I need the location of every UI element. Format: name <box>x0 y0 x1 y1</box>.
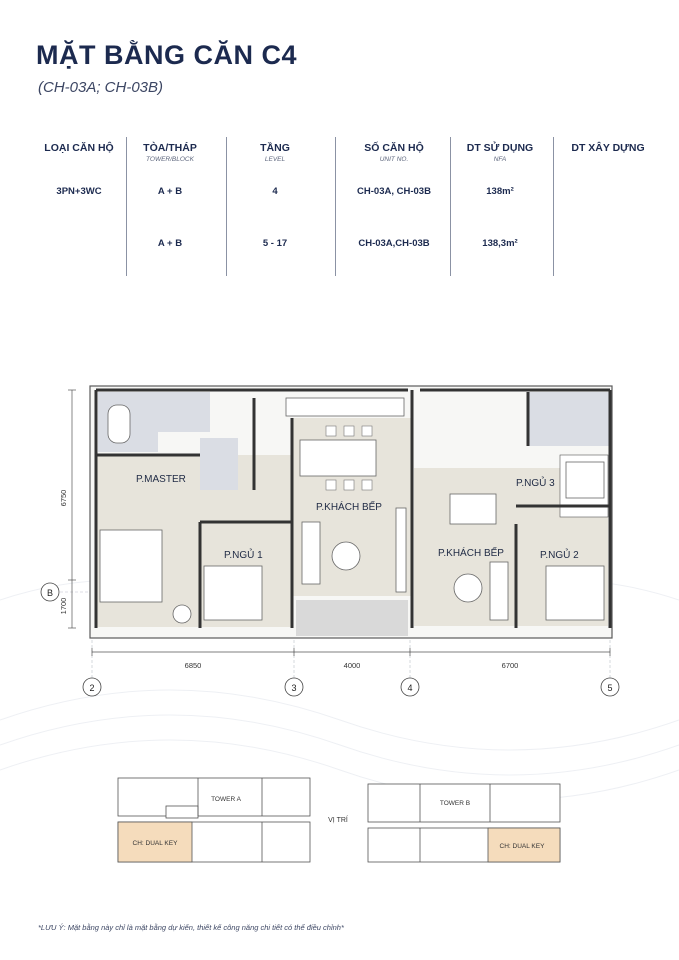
sofa-left <box>301 521 321 585</box>
table-divider <box>553 137 554 276</box>
page-subtitle: (CH-03A; CH-03B) <box>38 79 164 96</box>
column-header-tower: TÒA/THÁP <box>143 142 197 154</box>
grid-label-4: 4 <box>407 683 412 693</box>
column-sub-level: LEVEL <box>264 156 286 163</box>
grid-label-2: 2 <box>89 683 94 693</box>
coffee-table-left <box>331 541 361 571</box>
room-label-ngu2: P.NGỦ 2 <box>540 548 579 561</box>
master-bed <box>99 529 163 603</box>
coffee-table-right <box>453 573 483 603</box>
column-header-type: LOẠI CĂN HỘ <box>44 142 114 154</box>
grid-bubbles <box>40 582 620 697</box>
bathroom-right <box>528 392 610 446</box>
tower-b-label: TOWER B <box>440 800 470 807</box>
table-cell: CH-03A,CH-03B <box>358 238 430 249</box>
column-header-unit: SỐ CĂN HỘ <box>364 142 424 154</box>
table-cell: 3PN+3WC <box>56 186 102 197</box>
bathtub <box>107 404 131 444</box>
dimension-bottom-3: 6700 <box>502 661 519 670</box>
dimension-left-top: 6750 <box>59 490 68 507</box>
table-divider <box>450 137 451 276</box>
dual-key-right-label: CH: DUAL KEY <box>500 843 546 850</box>
location-plan-tower-a <box>117 777 311 863</box>
table-divider <box>335 137 336 276</box>
walls <box>94 388 612 628</box>
room-label-master: P.MASTER <box>136 474 186 485</box>
table-divider <box>126 137 127 276</box>
armchair <box>172 604 192 624</box>
table-cell: A + B <box>157 238 183 249</box>
location-label: VỊ TRÍ <box>328 815 348 824</box>
bed-ngu3 <box>565 461 605 499</box>
grid-label-5: 5 <box>607 683 612 693</box>
room-label-living-left: P.KHÁCH BẾP <box>316 500 382 513</box>
bathroom-shower <box>158 392 210 432</box>
dimension-left-bottom: 1700 <box>59 598 68 615</box>
footer-note: *LƯU Ý: Mặt bằng này chỉ là mặt bằng dự … <box>38 923 344 932</box>
room-label-living-right: P.KHÁCH BẾP <box>438 546 504 559</box>
column-header-nfa: DT SỬ DỤNG <box>466 142 534 154</box>
sofa-right <box>489 561 509 621</box>
table-cell: 138m² <box>486 186 514 197</box>
grid-label-3: 3 <box>291 683 296 693</box>
balcony <box>296 600 408 636</box>
page-title: MẶT BẰNG CĂN C4 <box>36 40 297 70</box>
bed-ngu2 <box>545 565 605 621</box>
dimension-lines <box>68 389 611 656</box>
location-plan-tower-b <box>367 783 561 863</box>
kitchen-counter <box>285 397 405 417</box>
column-sub-unit: UNIT NO. <box>379 156 409 163</box>
column-sub-nfa: NFA <box>493 156 507 163</box>
dimension-bottom-1: 6850 <box>185 661 202 670</box>
dining-table-right <box>449 493 497 525</box>
table-divider <box>226 137 227 276</box>
table-cell: A + B <box>157 186 183 197</box>
table-cell: CH-03A, CH-03B <box>357 186 431 197</box>
dining-chairs <box>325 425 373 491</box>
column-header-gfa: DT XÂY DỰNG <box>571 142 645 154</box>
table-cell: 138,3m² <box>482 238 518 249</box>
column-sub-tower: TOWER/BLOCK <box>146 156 194 163</box>
dining-table <box>299 439 377 477</box>
dual-key-left-label: CH: DUAL KEY <box>133 840 179 847</box>
room-label-ngu3: P.NGỦ 3 <box>516 476 555 489</box>
tower-a-label: TOWER A <box>211 796 242 803</box>
bathroom-wc <box>200 438 238 490</box>
grid-lines <box>60 591 611 680</box>
dimension-bottom-2: 4000 <box>344 661 361 670</box>
grid-label-b: B <box>47 588 53 598</box>
bed-ngu1 <box>203 565 263 621</box>
tv-cabinet <box>395 507 407 593</box>
room-label-ngu1: P.NGỦ 1 <box>224 548 263 561</box>
table-cell: 5 - 17 <box>262 238 288 249</box>
column-header-level: TẦNG <box>260 142 290 154</box>
table-cell: 4 <box>272 186 278 197</box>
